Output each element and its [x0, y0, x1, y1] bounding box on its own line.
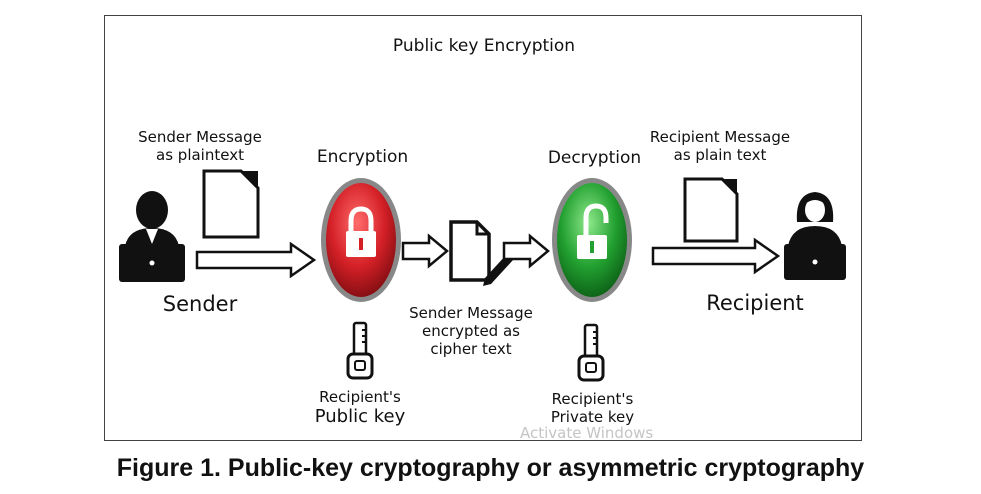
recipient-message-line1: Recipient Message [649, 128, 791, 146]
sender-message-line2: as plaintext [156, 146, 244, 164]
public-key-label: Recipient's Public key [290, 388, 430, 428]
document-icon [202, 169, 260, 239]
red-lock-icon [321, 178, 401, 302]
watermark-text: Activate Windows [520, 424, 654, 442]
key-icon [346, 321, 374, 380]
figure-caption: Figure 1. Public-key cryptography or asy… [116, 454, 865, 482]
arrow-icon [651, 237, 781, 275]
cipher-text-label: Sender Message encrypted as cipher text [397, 304, 545, 358]
green-unlock-icon [552, 178, 632, 302]
sender-person-icon [119, 191, 185, 282]
diagram-frame: Public key Encryption Sender Message as … [104, 15, 862, 441]
arrow-icon [401, 233, 449, 269]
encryption-heading: Encryption [316, 147, 409, 167]
key-icon [577, 323, 605, 382]
sender-message-line1: Sender Message [138, 128, 262, 146]
diagram-title: Public key Encryption [392, 36, 576, 56]
recipient-message-label: Recipient Message as plain text [640, 128, 800, 164]
decryption-heading: Decryption [547, 148, 642, 168]
public-key-line1: Recipient's [319, 388, 401, 406]
cipher-line1: Sender Message [409, 304, 533, 322]
recipient-label: Recipient [706, 291, 804, 315]
arrow-icon [502, 233, 550, 269]
cipher-line2: encrypted as [422, 322, 520, 340]
private-key-line1: Recipient's [551, 390, 634, 408]
sender-label: Sender [162, 292, 238, 316]
arrow-icon [195, 241, 317, 279]
cipher-document-icon [449, 220, 513, 286]
public-key-line2: Public key [314, 406, 406, 427]
recipient-message-line2: as plain text [673, 146, 767, 164]
private-key-line2: Private key [550, 408, 635, 426]
recipient-person-icon [784, 192, 846, 280]
document-icon [683, 177, 739, 243]
cipher-line3: cipher text [430, 340, 512, 358]
sender-message-label: Sender Message as plaintext [125, 128, 275, 164]
private-key-label: Recipient's Private key [525, 390, 660, 426]
